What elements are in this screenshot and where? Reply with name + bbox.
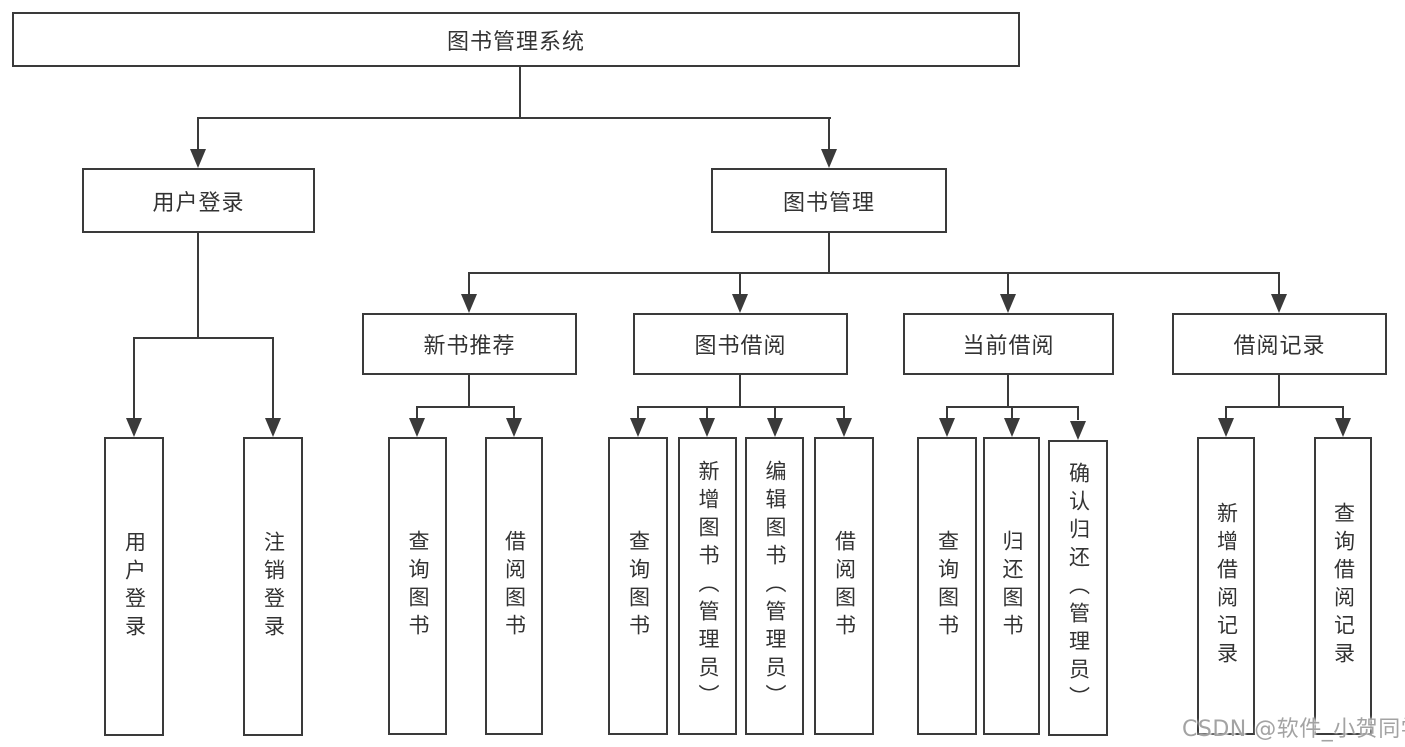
- leaf-return-book: 归还图书: [983, 437, 1040, 735]
- leaf-label: 查询图书: [406, 530, 430, 642]
- leaf-label: 用户登录: [122, 530, 147, 643]
- leaf-query-borrow-record: 查询借阅记录: [1314, 437, 1372, 735]
- connector-line: [739, 375, 741, 406]
- connector-line: [946, 406, 948, 420]
- leaf-add-borrow-record: 新增借阅记录: [1197, 437, 1255, 735]
- connector-line: [1225, 406, 1227, 420]
- arrowhead-icon: [126, 418, 142, 437]
- leaf-add-book-admin: 新增图书（管理员）: [678, 437, 737, 735]
- node-book-borrow: 图书借阅: [633, 313, 848, 375]
- node-label: 当前借阅: [962, 334, 1055, 359]
- node-label: 用户登录: [152, 190, 245, 216]
- connector-line: [416, 406, 515, 408]
- arrowhead-icon: [1335, 418, 1351, 437]
- leaf-label: 查询图书: [935, 530, 960, 642]
- connector-line: [416, 406, 418, 420]
- arrowhead-icon: [1070, 421, 1086, 440]
- leaf-label: 归还图书: [1000, 530, 1024, 642]
- connector-line: [637, 406, 845, 408]
- connector-line: [197, 117, 199, 151]
- arrowhead-icon: [630, 418, 646, 437]
- node-user-login: 用户登录: [82, 168, 315, 233]
- arrowhead-icon: [767, 418, 783, 437]
- arrowhead-icon: [1000, 294, 1016, 313]
- leaf-label: 新增图书（管理员）: [696, 460, 720, 712]
- node-root-library-management-system: 图书管理系统: [12, 12, 1020, 67]
- node-label: 图书管理系统: [446, 29, 585, 55]
- node-new-book-recommend: 新书推荐: [362, 313, 577, 375]
- leaf-label: 借阅图书: [832, 530, 857, 642]
- leaf-confirm-return-admin: 确认归还（管理员）: [1048, 440, 1108, 736]
- connector-line: [1278, 272, 1280, 296]
- leaf-label: 借阅图书: [502, 530, 527, 642]
- arrowhead-icon: [732, 294, 748, 313]
- connector-line: [637, 406, 639, 420]
- arrowhead-icon: [265, 418, 281, 437]
- leaf-label: 注销登录: [261, 530, 286, 643]
- connector-line: [1342, 406, 1344, 420]
- connector-line: [272, 337, 274, 420]
- leaf-label: 确认归还（管理员）: [1066, 462, 1091, 714]
- leaf-borrow-book: 借阅图书: [814, 437, 874, 735]
- connector-line: [1007, 375, 1009, 406]
- connector-line: [513, 406, 515, 420]
- connector-line: [1225, 406, 1344, 408]
- leaf-user-login: 用户登录: [104, 437, 164, 736]
- leaf-label: 查询借阅记录: [1331, 502, 1356, 670]
- arrowhead-icon: [699, 418, 715, 437]
- arrowhead-icon: [939, 418, 955, 437]
- node-label: 借阅记录: [1233, 334, 1326, 359]
- node-book-management: 图书管理: [711, 168, 947, 233]
- connector-line: [739, 272, 741, 296]
- arrowhead-icon: [836, 418, 852, 437]
- connector-line: [706, 406, 708, 420]
- connector-line: [133, 337, 135, 420]
- arrowhead-icon: [409, 418, 425, 437]
- node-borrow-record: 借阅记录: [1172, 313, 1387, 375]
- arrowhead-icon: [190, 149, 206, 168]
- connector-line: [197, 117, 831, 119]
- node-label: 图书管理: [782, 190, 875, 216]
- leaf-label: 查询图书: [626, 530, 651, 642]
- csdn-watermark: CSDN @软件_小贺同学: [1182, 717, 1405, 742]
- connector-line: [1077, 406, 1079, 420]
- leaf-label: 新增借阅记录: [1214, 502, 1239, 670]
- leaf-borrow-book-recommend: 借阅图书: [485, 437, 543, 735]
- connector-line: [468, 375, 470, 406]
- arrowhead-icon: [1004, 418, 1020, 437]
- connector-line: [828, 117, 830, 151]
- arrowhead-icon: [506, 418, 522, 437]
- connector-line: [843, 406, 845, 420]
- arrowhead-icon: [461, 294, 477, 313]
- node-current-borrow: 当前借阅: [903, 313, 1114, 375]
- connector-line: [468, 272, 470, 296]
- arrowhead-icon: [1271, 294, 1287, 313]
- leaf-logout-login: 注销登录: [243, 437, 303, 736]
- connector-line: [133, 337, 274, 339]
- leaf-edit-book-admin: 编辑图书（管理员）: [745, 437, 804, 735]
- node-label: 新书推荐: [423, 334, 516, 359]
- leaf-query-book-current: 查询图书: [917, 437, 977, 735]
- connector-line: [197, 233, 199, 337]
- leaf-query-book-recommend: 查询图书: [388, 437, 447, 735]
- node-label: 图书借阅: [694, 334, 787, 359]
- connector-line: [1278, 375, 1280, 406]
- leaf-query-book-borrow: 查询图书: [608, 437, 668, 735]
- connector-line: [774, 406, 776, 420]
- connector-line: [519, 67, 521, 117]
- leaf-label: 编辑图书（管理员）: [763, 460, 787, 712]
- connector-line: [828, 233, 830, 272]
- arrowhead-icon: [1218, 418, 1234, 437]
- connector-line: [1011, 406, 1013, 420]
- connector-line: [468, 272, 1280, 274]
- arrowhead-icon: [821, 149, 837, 168]
- connector-line: [1007, 272, 1009, 296]
